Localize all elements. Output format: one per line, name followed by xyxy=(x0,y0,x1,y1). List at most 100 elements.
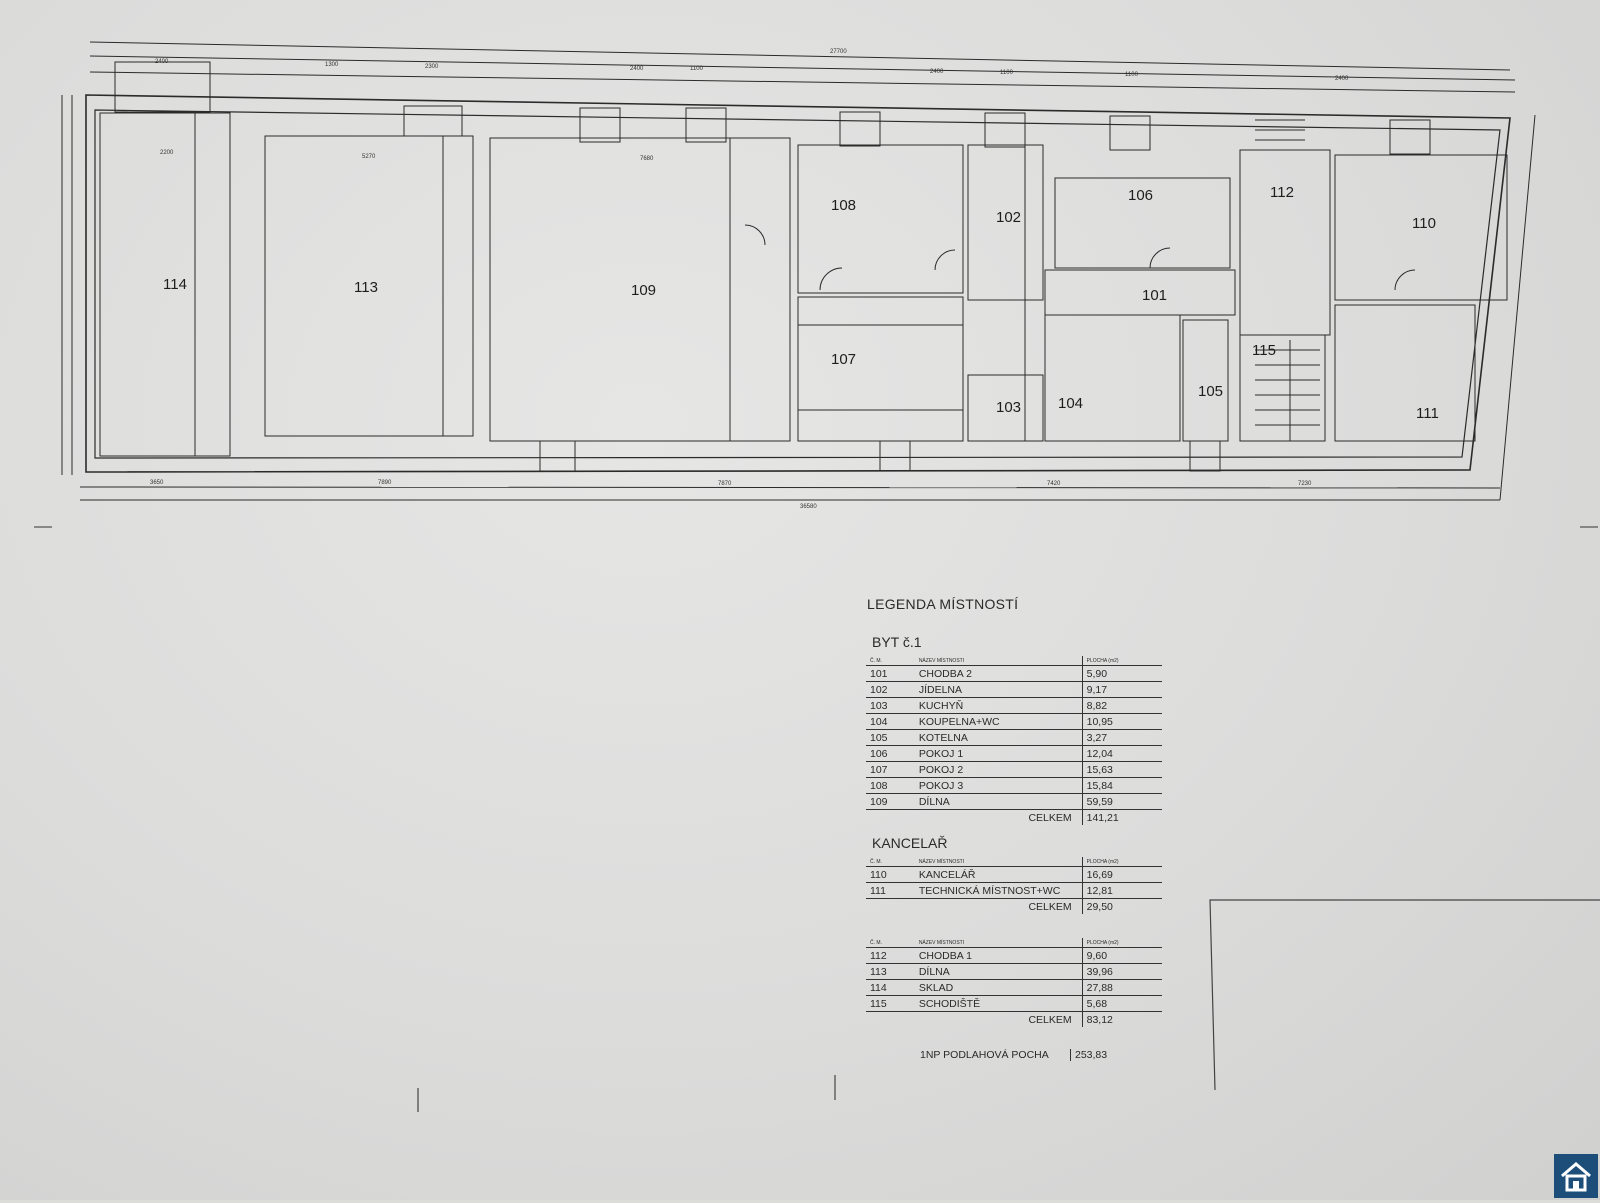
dimension-text: 7890 xyxy=(378,480,392,486)
door-swing xyxy=(934,249,956,271)
cell-empty xyxy=(866,810,915,826)
room-outline-103 xyxy=(967,374,1044,442)
dimension-text: 2200 xyxy=(160,150,174,156)
home-icon xyxy=(1554,1154,1598,1198)
col-header-area: PLOCHA (m2) xyxy=(1081,656,1162,666)
staircase-entry xyxy=(1255,119,1305,141)
entrance-door xyxy=(403,105,463,137)
room-label-113: 113 xyxy=(354,279,378,296)
room-label-108: 108 xyxy=(831,197,856,214)
total-label: CELKEM xyxy=(1028,900,1072,913)
dimension-text: 1100 xyxy=(690,66,704,72)
table-total-row: CELKEM 29,50 xyxy=(866,898,1162,914)
cell-name: DÍLNA xyxy=(914,793,1083,810)
cell-no: 101 xyxy=(866,665,915,682)
room-outline-115 xyxy=(1239,334,1326,442)
total-value: 29,50 xyxy=(1081,898,1162,914)
total-label: CELKEM xyxy=(1028,811,1072,824)
room-outline-106 xyxy=(1054,177,1231,269)
window xyxy=(879,440,911,472)
floor-total-value: 253,83 xyxy=(1070,1049,1107,1061)
staircase xyxy=(1255,340,1320,441)
cell-area: 15,84 xyxy=(1081,777,1162,794)
floor-total: 1NP PODLAHOVÁ POCHA 253,83 xyxy=(866,1049,1186,1061)
cell-area: 12,81 xyxy=(1081,882,1162,899)
room-label-107: 107 xyxy=(831,351,856,368)
room-outline-108 xyxy=(797,144,964,294)
room-outline-111 xyxy=(1334,304,1476,442)
dimension-text: 3650 xyxy=(150,480,164,486)
cell-no: 104 xyxy=(866,713,915,730)
room-label-115: 115 xyxy=(1252,342,1276,359)
col-header-no: Č. M. xyxy=(866,938,915,948)
door-swing xyxy=(744,224,766,246)
dimension-text: 2400 xyxy=(630,66,644,72)
room-label-111: 111 xyxy=(1416,405,1439,422)
floor-plan: 114 113 109 108 107 102 103 106 101 104 … xyxy=(34,41,1598,528)
room-outline-114 xyxy=(99,112,231,457)
cell-name: TECHNICKÁ MÍSTNOST+WC xyxy=(914,882,1083,899)
room-outline-101 xyxy=(1044,269,1236,316)
cell-area: 9,17 xyxy=(1081,681,1162,698)
cell-no: 102 xyxy=(866,681,915,698)
room-label-105: 105 xyxy=(1198,383,1223,400)
window xyxy=(984,112,1026,148)
floor-total-label: 1NP PODLAHOVÁ POCHA xyxy=(920,1049,1049,1061)
col-header-name: NÁZEV MÍSTNOSTI xyxy=(914,656,1083,666)
door-swing xyxy=(1149,247,1171,269)
dimension-text: 7230 xyxy=(1298,481,1312,487)
dimension-text: 1300 xyxy=(325,62,339,68)
window xyxy=(579,107,621,143)
cell-area: 8,82 xyxy=(1081,697,1162,714)
dimension-text: 7420 xyxy=(1047,481,1061,487)
cell-no: 115 xyxy=(866,995,915,1012)
dimension-line-bottom xyxy=(79,486,1501,489)
cell-no: 103 xyxy=(866,697,915,714)
room-outline-112 xyxy=(1239,149,1331,336)
cell-name: KUCHYŇ xyxy=(914,697,1083,714)
col-header-name: NÁZEV MÍSTNOSTI xyxy=(914,857,1083,867)
dimension-line-top-total xyxy=(89,41,1511,71)
cell-area: 59,59 xyxy=(1081,793,1162,810)
room-label-114: 114 xyxy=(163,276,187,293)
room-outline-105 xyxy=(1182,319,1229,442)
room-label-102: 102 xyxy=(996,209,1021,226)
total-value: 141,21 xyxy=(1081,809,1162,825)
dimension-line-top xyxy=(89,55,1516,81)
room-outline-113 xyxy=(264,135,474,437)
dimension-text: 27700 xyxy=(830,49,847,55)
cell-area: 10,95 xyxy=(1081,713,1162,730)
cell-area: 15,63 xyxy=(1081,761,1162,778)
cell-name: POKOJ 1 xyxy=(914,745,1083,762)
dimension-text: 2400 xyxy=(930,69,944,75)
table-header-row: Č. M. NÁZEV MÍSTNOSTI PLOCHA (m2) xyxy=(866,656,1162,666)
cell-name: SCHODIŠTĚ xyxy=(914,995,1083,1012)
cell-name: CHODBA 1 xyxy=(914,947,1083,964)
cell-empty xyxy=(866,1012,915,1028)
dimension-line-right xyxy=(1499,114,1536,501)
cell-area: 9,60 xyxy=(1081,947,1162,964)
cell-name: JÍDELNA xyxy=(914,681,1083,698)
room-outline-102 xyxy=(967,144,1044,301)
dimension-line-top-2 xyxy=(89,71,1516,93)
legend-title: LEGENDA MÍSTNOSTÍ xyxy=(867,596,1019,612)
cell-no: 110 xyxy=(866,866,915,883)
cell-no: 106 xyxy=(866,745,915,762)
room-label-101: 101 xyxy=(1142,287,1167,304)
